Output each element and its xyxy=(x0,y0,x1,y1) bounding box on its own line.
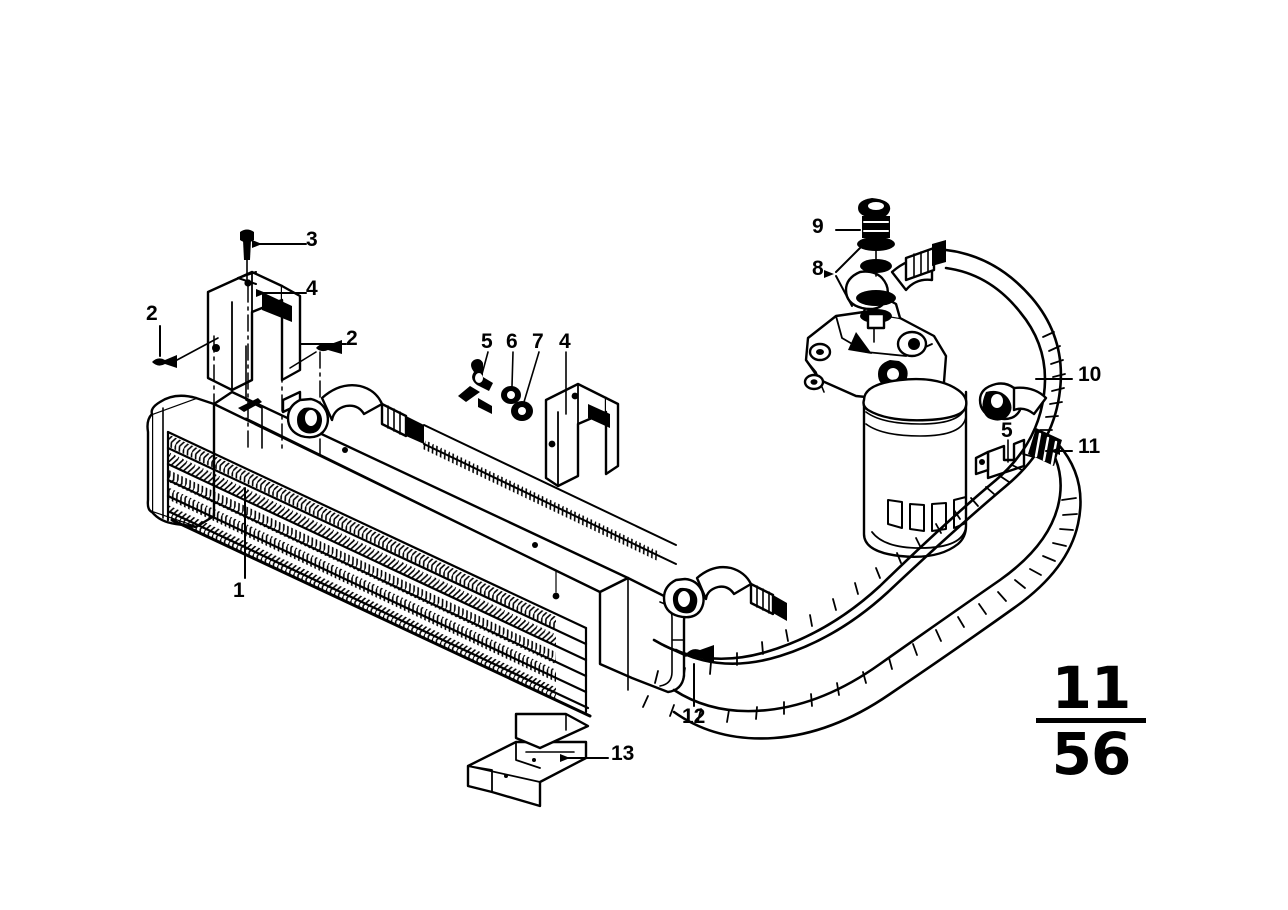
callout-6: 6 xyxy=(506,330,518,353)
callout-13: 13 xyxy=(611,742,635,765)
callout-5a: 5 xyxy=(481,330,493,353)
callout-9: 9 xyxy=(812,215,824,238)
page-reference-group: 11 xyxy=(1051,654,1132,722)
page-reference-page: 56 xyxy=(1051,720,1132,788)
callout-2b: 2 xyxy=(346,327,358,350)
page-reference-rule xyxy=(1036,718,1146,723)
callout-2a: 2 xyxy=(146,302,158,325)
callout-1: 1 xyxy=(233,579,245,602)
callout-8: 8 xyxy=(812,257,824,280)
callout-5b: 5 xyxy=(1001,419,1013,442)
page-reference: 11 56 xyxy=(1036,654,1146,788)
callout-3: 3 xyxy=(306,228,318,251)
callout-10: 10 xyxy=(1078,363,1102,386)
callout-12: 12 xyxy=(682,705,706,728)
callout-7: 7 xyxy=(532,330,544,353)
callout-4b: 4 xyxy=(559,330,571,353)
callout-4a: 4 xyxy=(306,277,318,300)
callout-11: 11 xyxy=(1078,435,1101,458)
